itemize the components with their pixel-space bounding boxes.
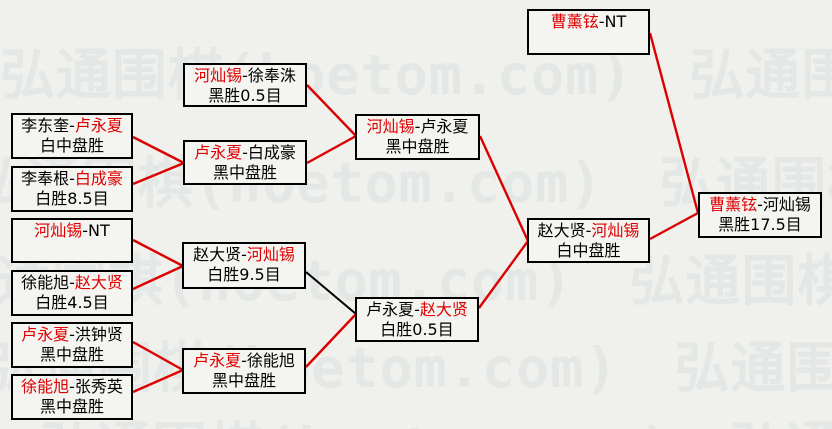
match-result: 黑中盘胜 (212, 163, 277, 182)
player1-name: 曹薰铉 (550, 12, 599, 31)
match-players: 卢永夏-白成豪 (185, 143, 305, 163)
players-dash: - (585, 221, 592, 240)
match-players: 李东奎-卢永夏 (13, 116, 131, 136)
match-result: 白胜4.5目 (35, 293, 109, 312)
players-dash: - (69, 377, 75, 396)
match-players: 河灿锡-卢永夏 (357, 117, 478, 137)
players-dash: - (242, 66, 248, 85)
match-result: 白中盘胜 (39, 136, 104, 155)
player1-name: 河灿锡 (34, 221, 83, 240)
player1-name: 李奉根 (21, 169, 70, 188)
match-box-m7: 河灿锡-徐奉洙黑胜0.5目 (183, 63, 307, 107)
player1-name: 卢永夏 (193, 351, 242, 370)
match-result: 黑胜0.5目 (208, 86, 282, 105)
player2-name: 张秀英 (74, 377, 123, 396)
match-players: 卢永夏-洪钟贤 (13, 325, 131, 345)
player2-name: NT (604, 12, 627, 31)
players-dash: - (414, 117, 421, 136)
player1-name: 卢永夏 (366, 300, 415, 319)
player1-name: 河灿锡 (194, 66, 243, 85)
players-dash: - (241, 351, 247, 370)
match-box-m11: 河灿锡-卢永夏黑中盘胜 (355, 114, 480, 160)
match-box-m5: 卢永夏-洪钟贤黑中盘胜 (11, 322, 133, 368)
match-box-m14: 赵大贤-河灿锡白中盘胜 (527, 218, 650, 263)
match-players: 卢永夏-赵大贤 (357, 300, 477, 320)
players-dash: - (69, 116, 75, 135)
players-dash: - (242, 143, 248, 162)
match-result: 白胜9.5目 (207, 265, 281, 284)
match-box-m10: 卢永夏-徐能旭黑中盘胜 (182, 348, 306, 394)
match-result: 黑中盘胜 (39, 345, 104, 364)
player2-name: 河灿锡 (591, 221, 640, 240)
watermark-text: 弘通围棋(hoetom.com) 弘通围棋(hoetom.com) (0, 43, 832, 107)
player2-name: NT (88, 221, 110, 240)
players-dash: - (69, 325, 75, 344)
player1-name: 徐能旭 (21, 273, 70, 292)
match-players: 李奉根-白成豪 (13, 169, 131, 189)
match-result: 黑胜17.5目 (718, 215, 802, 234)
players-dash: - (757, 195, 763, 214)
match-box-m9: 赵大贤-河灿锡白胜9.5目 (182, 242, 306, 289)
player2-name: 赵大贤 (419, 300, 468, 319)
player1-name: 赵大贤 (193, 245, 242, 264)
match-box-m2: 李奉根-白成豪白胜8.5目 (11, 166, 133, 212)
match-box-m4: 徐能旭-赵大贤白胜4.5目 (11, 270, 133, 316)
match-result: 白胜8.5目 (35, 189, 109, 208)
match-result: 黑中盘胜 (211, 371, 276, 390)
match-players: 赵大贤-河灿锡 (529, 221, 648, 241)
player1-name: 卢永夏 (21, 325, 70, 344)
player1-name: 卢永夏 (194, 143, 243, 162)
match-result: 黑中盘胜 (39, 397, 104, 416)
player2-name: 卢永夏 (74, 116, 123, 135)
match-players: 卢永夏-徐能旭 (184, 351, 304, 371)
match-players: 徐能旭-张秀英 (13, 377, 131, 397)
match-box-m15: 曹薰铉-河灿锡黑胜17.5目 (698, 192, 822, 238)
match-players: 徐能旭-赵大贤 (13, 273, 131, 293)
match-box-m8: 卢永夏-白成豪黑中盘胜 (183, 140, 307, 185)
player1-name: 河灿锡 (366, 117, 415, 136)
player2-name: 赵大贤 (74, 273, 123, 292)
player2-name: 白成豪 (74, 169, 123, 188)
player2-name: 徐能旭 (246, 351, 295, 370)
players-dash: - (82, 221, 89, 240)
player1-name: 曹薰铉 (709, 195, 758, 214)
match-players: 曹薰铉-NT (529, 12, 648, 32)
player2-name: 卢永夏 (420, 117, 469, 136)
match-box-m12: 卢永夏-赵大贤白胜0.5目 (355, 297, 479, 342)
players-dash: - (598, 12, 605, 31)
players-dash: - (414, 300, 420, 319)
watermark-text: 弘通围棋(hoetom.com) 弘通围棋(hoetom.com) (40, 403, 832, 429)
match-result: 黑中盘胜 (385, 137, 450, 156)
match-box-m6: 徐能旭-张秀英黑中盘胜 (11, 374, 133, 420)
match-box-m13: 曹薰铉-NT (527, 9, 650, 55)
player2-name: 洪钟贤 (74, 325, 123, 344)
match-result: 白中盘胜 (556, 241, 621, 260)
player2-name: 河灿锡 (246, 245, 295, 264)
player2-name: 徐奉洙 (247, 66, 296, 85)
player1-name: 李东奎 (21, 116, 70, 135)
match-players: 曹薰铉-河灿锡 (700, 195, 820, 215)
match-box-m3: 河灿锡-NT (11, 218, 133, 263)
match-players: 河灿锡-NT (13, 221, 131, 241)
player2-name: 河灿锡 (762, 195, 811, 214)
match-players: 赵大贤-河灿锡 (184, 245, 304, 265)
match-players: 河灿锡-徐奉洙 (185, 66, 305, 86)
player1-name: 徐能旭 (21, 377, 70, 396)
player2-name: 白成豪 (247, 143, 296, 162)
match-result: 白胜0.5目 (380, 320, 454, 339)
players-dash: - (69, 273, 75, 292)
match-box-m1: 李东奎-卢永夏白中盘胜 (11, 113, 133, 159)
players-dash: - (69, 169, 75, 188)
players-dash: - (241, 245, 247, 264)
player1-name: 赵大贤 (537, 221, 586, 240)
